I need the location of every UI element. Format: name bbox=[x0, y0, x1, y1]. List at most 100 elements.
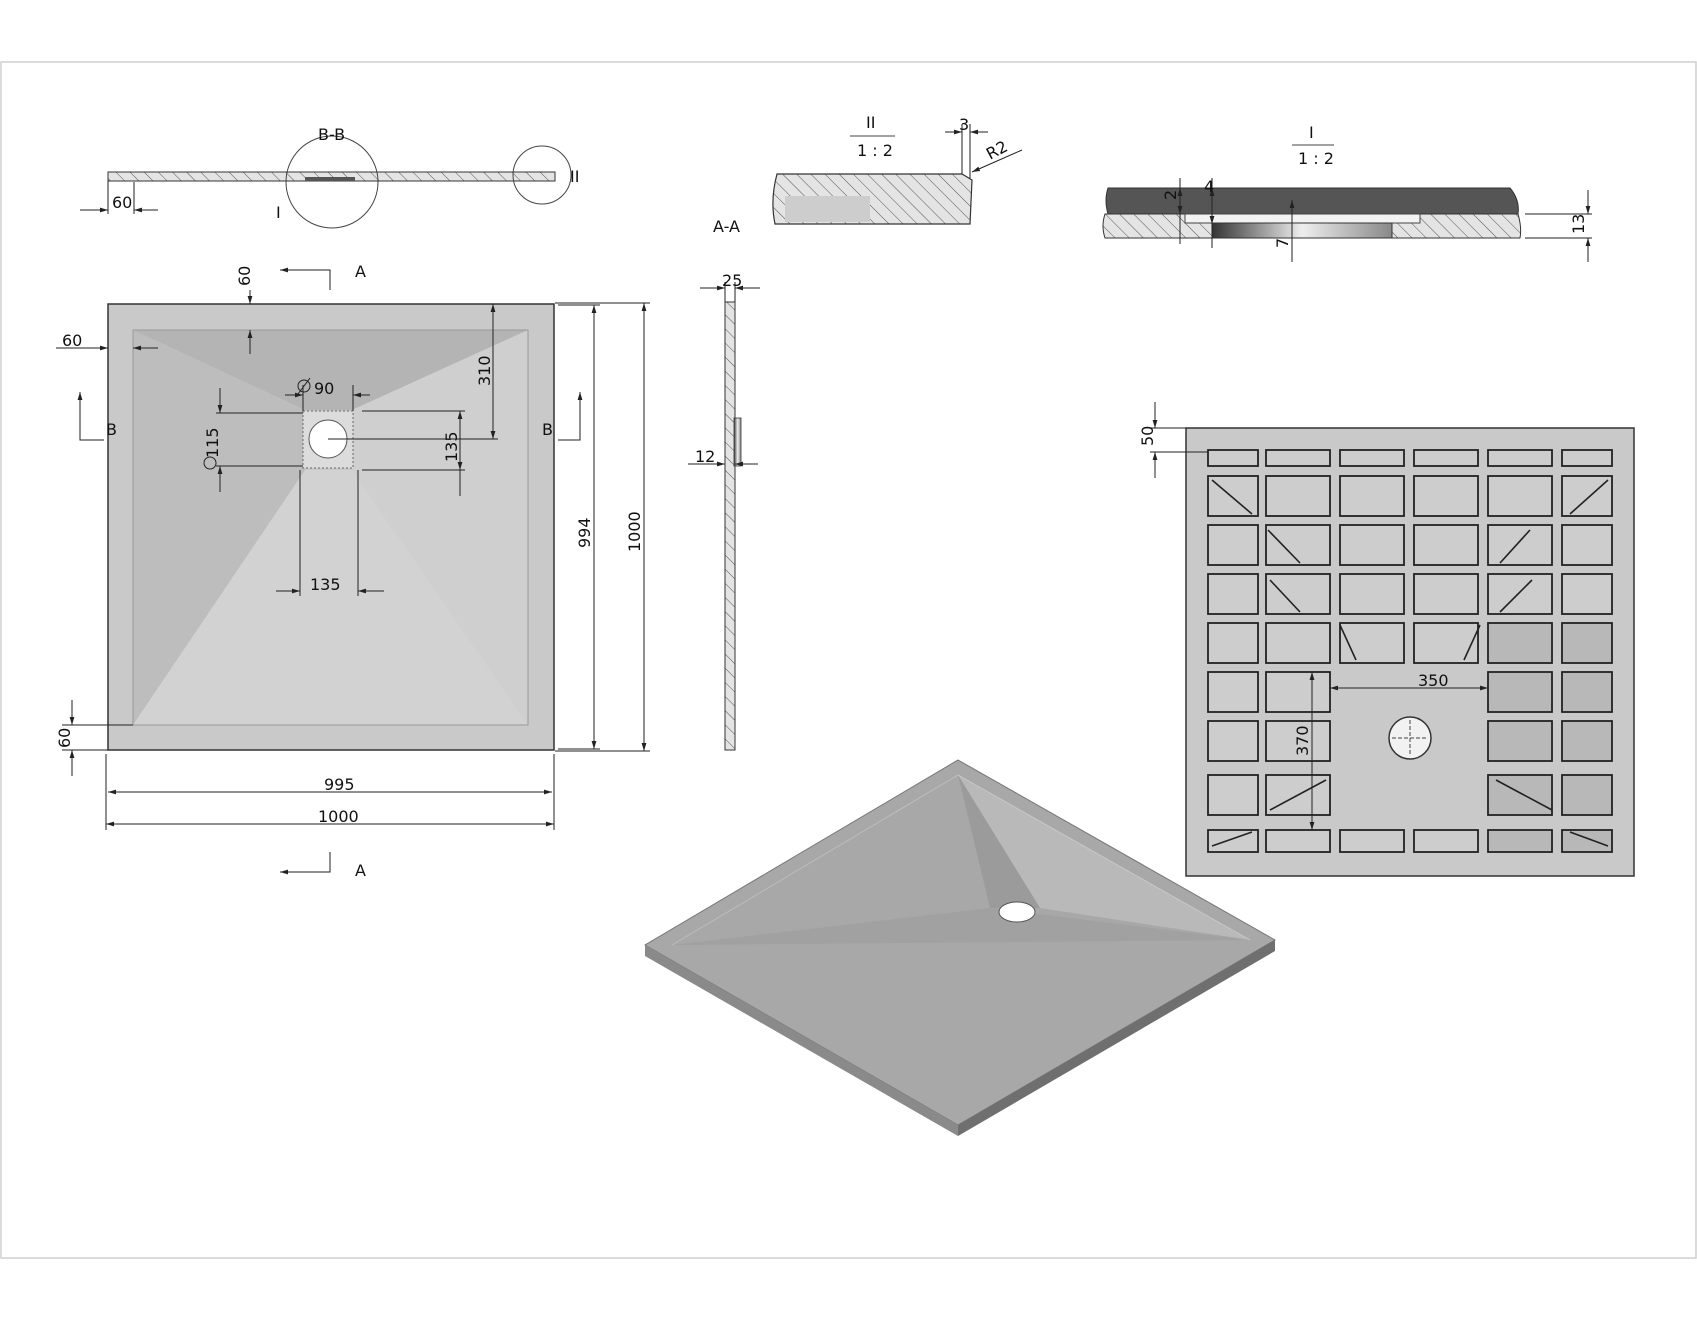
rib-diagonal bbox=[1269, 579, 1301, 613]
rib-diagonal bbox=[1267, 529, 1301, 564]
rib-cell bbox=[1413, 573, 1479, 615]
rib-cell bbox=[1207, 524, 1259, 566]
section-aa-dim-25: 25 bbox=[722, 271, 742, 290]
rib-diagonal bbox=[1269, 779, 1327, 811]
isometric-view bbox=[644, 759, 1277, 1136]
top-view: A A B B 60 60 60 90 115 bbox=[55, 262, 650, 880]
section-bb-view: B-B I II 60 bbox=[80, 125, 579, 229]
detail-ii-dim-3: 3 bbox=[959, 115, 969, 134]
rib-cell bbox=[1561, 573, 1613, 615]
rib-cell bbox=[1207, 573, 1259, 615]
rib-cell bbox=[1413, 524, 1479, 566]
detail-i-scale: 1 : 2 bbox=[1298, 149, 1334, 168]
detail-i-dim-4: 4 bbox=[1204, 177, 1214, 196]
rib-cell bbox=[1339, 622, 1405, 664]
dim-60-top: 60 bbox=[235, 266, 254, 286]
rib-cell bbox=[1339, 573, 1405, 615]
rib-cell bbox=[1487, 671, 1553, 713]
detail-i-dim-2: 2 bbox=[1161, 190, 1180, 200]
detail-i-dim-7: 7 bbox=[1273, 238, 1292, 248]
rib-cell bbox=[1265, 720, 1331, 762]
rib-cell bbox=[1487, 573, 1553, 615]
rib-cell bbox=[1265, 622, 1331, 664]
rib-cell bbox=[1207, 622, 1259, 664]
rib-cell bbox=[1413, 829, 1479, 853]
rib-cell bbox=[1487, 524, 1553, 566]
dim-60-left: 60 bbox=[62, 331, 82, 350]
rib-cell bbox=[1487, 449, 1553, 467]
rib-diagonal bbox=[1463, 624, 1481, 661]
detail-i-circle bbox=[285, 135, 379, 229]
rib-cell bbox=[1207, 720, 1259, 762]
bottom-dim-50: 50 bbox=[1138, 426, 1157, 446]
rib-cell bbox=[1207, 829, 1259, 853]
bottom-outline bbox=[1185, 427, 1635, 877]
rib-cell bbox=[1561, 829, 1613, 853]
detail-ii-view: II 1 : 2 3 R2 bbox=[772, 113, 1023, 225]
dim-60-bottom: 60 bbox=[55, 728, 74, 748]
rib-diagonal bbox=[1499, 529, 1531, 564]
rib-cell bbox=[1207, 671, 1259, 713]
rib-cell bbox=[1487, 829, 1553, 853]
section-b-right-label: B bbox=[542, 420, 553, 439]
detail-ii-marker: II bbox=[570, 167, 579, 186]
detail-ii-scale: 1 : 2 bbox=[857, 141, 893, 160]
dim-995: 995 bbox=[324, 775, 355, 794]
rib-cell bbox=[1339, 524, 1405, 566]
rib-diagonal bbox=[1211, 831, 1253, 847]
dim-994: 994 bbox=[575, 517, 594, 548]
dim-135-horizontal: 135 bbox=[310, 575, 341, 594]
detail-i-label: I bbox=[1309, 123, 1314, 142]
rib-diagonal bbox=[1569, 831, 1609, 847]
section-a-bottom-label: A bbox=[355, 861, 366, 880]
iso-drain-hole bbox=[998, 901, 1036, 923]
rib-cell bbox=[1487, 622, 1553, 664]
rib-cell bbox=[1413, 449, 1479, 467]
rib-cell bbox=[1561, 524, 1613, 566]
sheet-frame bbox=[0, 61, 1697, 1259]
rib-diagonal bbox=[1211, 479, 1253, 515]
dim-1000-horizontal: 1000 bbox=[318, 807, 359, 826]
dim-lip-60: 60 bbox=[112, 193, 132, 212]
rib-cell bbox=[1413, 622, 1479, 664]
rib-cell bbox=[1561, 622, 1613, 664]
rib-cell bbox=[1413, 475, 1479, 517]
section-aa-dim-12: 12 bbox=[695, 447, 715, 466]
detail-i-marker: I bbox=[276, 203, 281, 222]
bottom-dim-350: 350 bbox=[1418, 671, 1449, 690]
rib-cell bbox=[1207, 774, 1259, 816]
detail-ii-label: II bbox=[866, 113, 875, 132]
rib-cell bbox=[1265, 524, 1331, 566]
rib-diagonal bbox=[1339, 624, 1357, 661]
rib-cell bbox=[1561, 449, 1613, 467]
dim-310: 310 bbox=[475, 355, 494, 386]
rib-cell bbox=[1561, 720, 1613, 762]
rib-diagonal bbox=[1495, 779, 1553, 811]
rib-diagonal bbox=[1499, 579, 1533, 613]
section-a-top-label: A bbox=[355, 262, 366, 281]
dim-135-vertical: 135 bbox=[442, 431, 461, 462]
rib-cell bbox=[1339, 475, 1405, 517]
rib-cell bbox=[1561, 774, 1613, 816]
bottom-ribs bbox=[1207, 449, 1613, 853]
bottom-view: 50 350 370 bbox=[1138, 402, 1635, 877]
rib-cell bbox=[1265, 671, 1331, 713]
rib-cell bbox=[1561, 671, 1613, 713]
section-bb-title: B-B bbox=[318, 125, 345, 144]
section-aa-view: A-A 25 12 bbox=[688, 217, 760, 751]
rib-diagonal bbox=[1569, 479, 1609, 515]
rib-cell bbox=[1339, 449, 1405, 467]
rib-cell bbox=[1487, 475, 1553, 517]
rib-cell bbox=[1339, 829, 1405, 853]
section-b-left-label: B bbox=[106, 420, 117, 439]
section-aa-title: A-A bbox=[713, 217, 740, 236]
detail-ii-radius: R2 bbox=[983, 137, 1011, 164]
rib-cell bbox=[1487, 720, 1553, 762]
rib-cell bbox=[1265, 573, 1331, 615]
dim-1000-vertical: 1000 bbox=[625, 511, 644, 552]
rib-cell bbox=[1561, 475, 1613, 517]
bottom-dim-370: 370 bbox=[1293, 725, 1312, 756]
dim-diameter-115: 115 bbox=[203, 427, 222, 458]
detail-i-dim-13: 13 bbox=[1569, 214, 1588, 234]
